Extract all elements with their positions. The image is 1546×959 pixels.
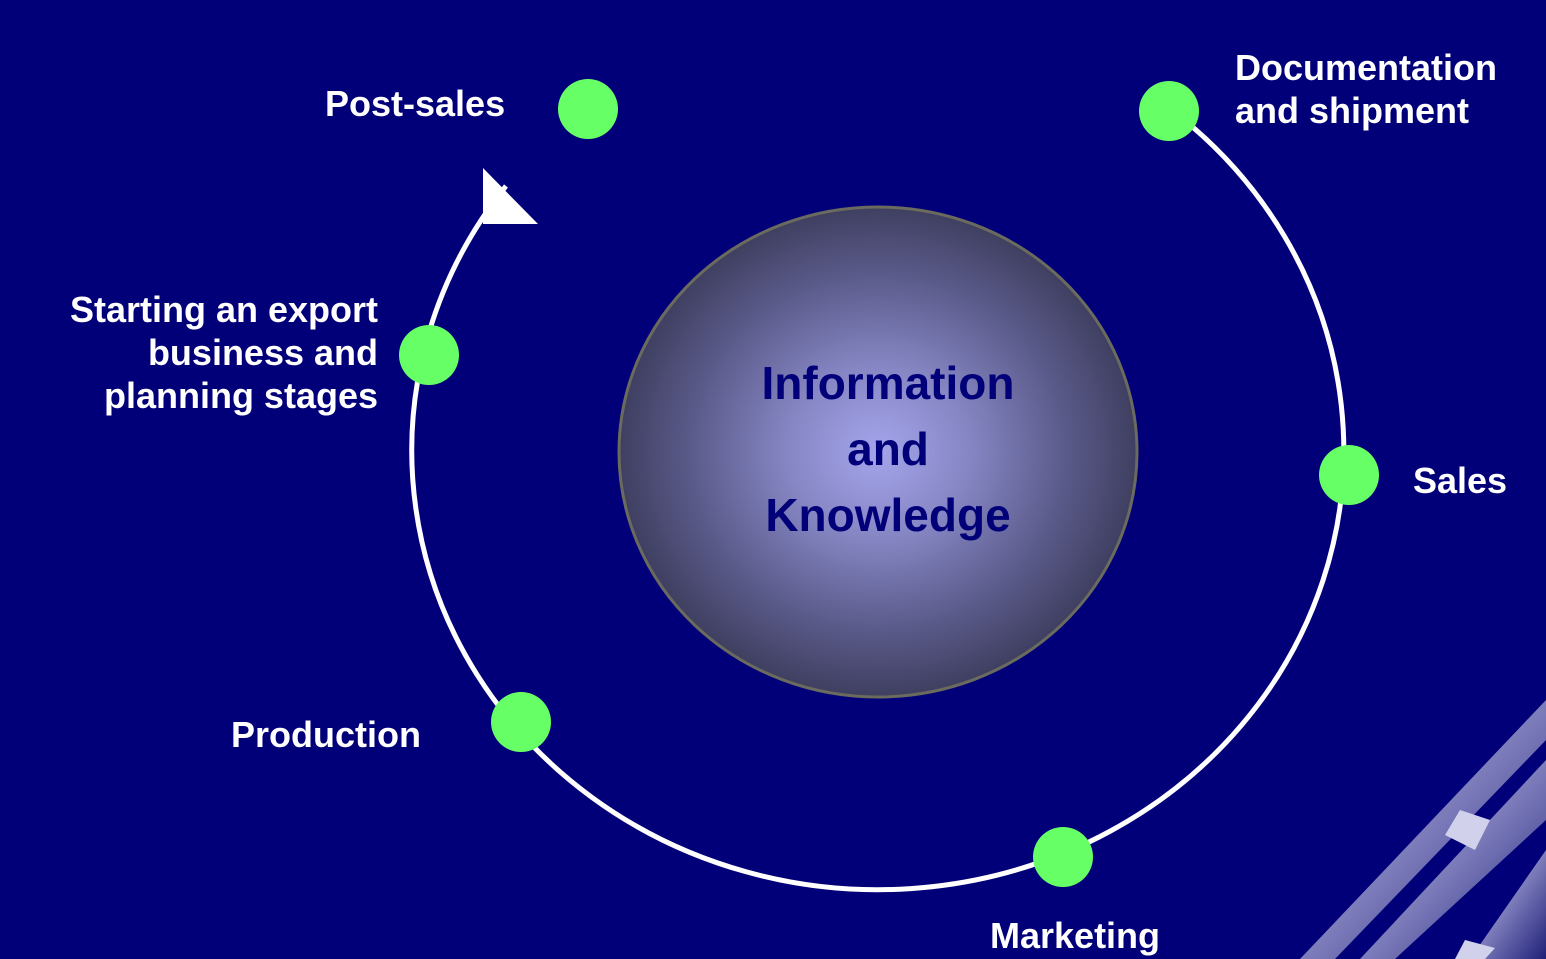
node-post-sales — [558, 79, 618, 139]
node-documentation — [1139, 81, 1199, 141]
node-production — [491, 692, 551, 752]
stage-label-sales: Sales — [1413, 460, 1508, 501]
stage-label-production: Production — [231, 714, 421, 755]
stage-label-starting: Starting an export business and planning… — [69, 289, 378, 416]
cycle-ring — [409, 109, 1347, 893]
center-sphere — [617, 205, 1139, 699]
node-starting — [399, 325, 459, 385]
arrow-head-icon — [483, 168, 538, 224]
decorative-streaks — [1300, 700, 1546, 959]
center-label: Information and Knowledge — [761, 357, 1015, 541]
node-marketing — [1033, 827, 1093, 887]
stage-label-post-sales: Post-sales — [325, 83, 506, 124]
stage-label-marketing: Marketing — [990, 915, 1161, 956]
node-sales — [1319, 445, 1379, 505]
stage-label-documentation: Documentation and shipment — [1235, 47, 1498, 131]
